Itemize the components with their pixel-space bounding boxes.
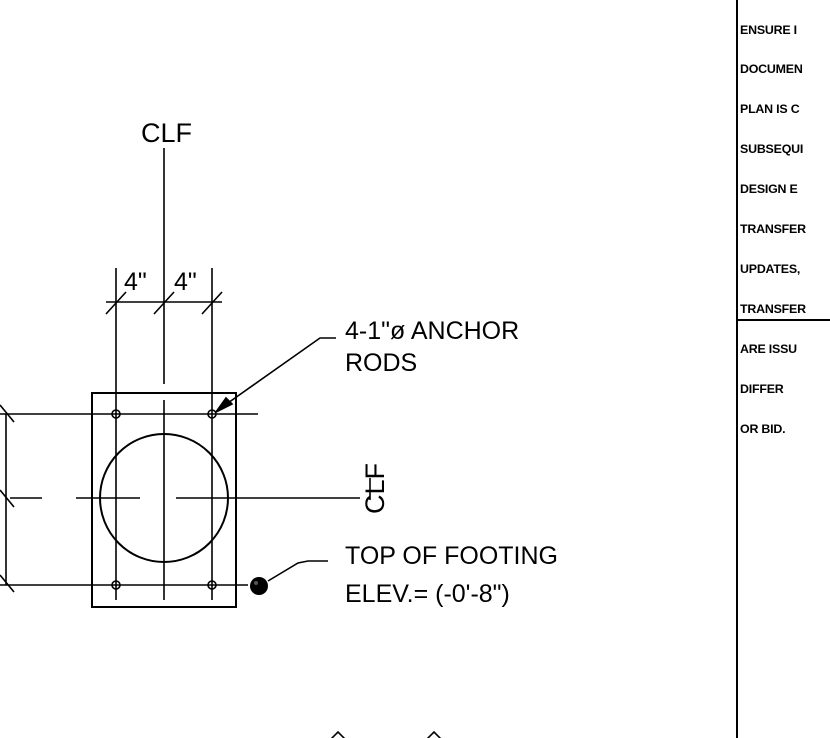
- footing-callout-line2: ELEV.= (-0'-8"): [345, 580, 510, 608]
- note-line: SUBSEQUI: [740, 142, 804, 157]
- anchor-callout-line1: 4-1"ø ANCHOR: [345, 317, 519, 345]
- dimension-label-right: 4": [174, 268, 197, 296]
- dimension-label-left: 4": [124, 268, 147, 296]
- left-dimension-tick-bottom: [0, 574, 15, 593]
- note-line: TRANSFER: [740, 301, 806, 316]
- base-plate: [91, 392, 237, 608]
- clf-label-vertical: CLF: [141, 118, 192, 148]
- note-line: OR BID.: [740, 421, 786, 436]
- note-line: UPDATES,: [740, 261, 801, 276]
- dimension-tick-center: [153, 291, 175, 315]
- bottom-arrow-right: [426, 730, 442, 738]
- left-dimension-tick-top: [0, 404, 15, 423]
- note-line: ENSURE I: [740, 22, 797, 37]
- footing-marker-hatch: [254, 581, 258, 585]
- anchor-leader-arrowhead: [215, 396, 234, 413]
- footing-leader: [267, 560, 328, 582]
- footing-callout-line1: TOP OF FOOTING: [345, 542, 558, 570]
- dimension-tick-right: [201, 291, 223, 315]
- footing-elevation-marker: [250, 577, 268, 595]
- note-line: ARE ISSU: [740, 341, 797, 356]
- anchor-leader: [217, 337, 336, 411]
- anchor-rod-bottom-right: [207, 580, 217, 590]
- anchor-rod-bottom-left: [111, 580, 121, 590]
- left-dimension-tick-mid: [0, 489, 15, 508]
- dimension-tick-left: [105, 291, 127, 315]
- note-line: DOCUMEN: [740, 62, 803, 77]
- note-line: TRANSFER: [740, 222, 806, 237]
- note-line: DESIGN E: [740, 182, 798, 197]
- bottom-arrow-left: [330, 730, 346, 738]
- anchor-callout-line2: RODS: [345, 349, 417, 377]
- anchor-rod-top-left: [111, 409, 121, 419]
- anchor-rod-top-right: [207, 409, 217, 419]
- note-line: DIFFER: [740, 381, 784, 396]
- note-line: PLAN IS C: [740, 102, 800, 117]
- general-note-block: ENSURE I DOCUMEN PLAN IS C SUBSEQUI DESI…: [740, 0, 830, 449]
- clf-label-horizontal: CLF: [360, 463, 390, 514]
